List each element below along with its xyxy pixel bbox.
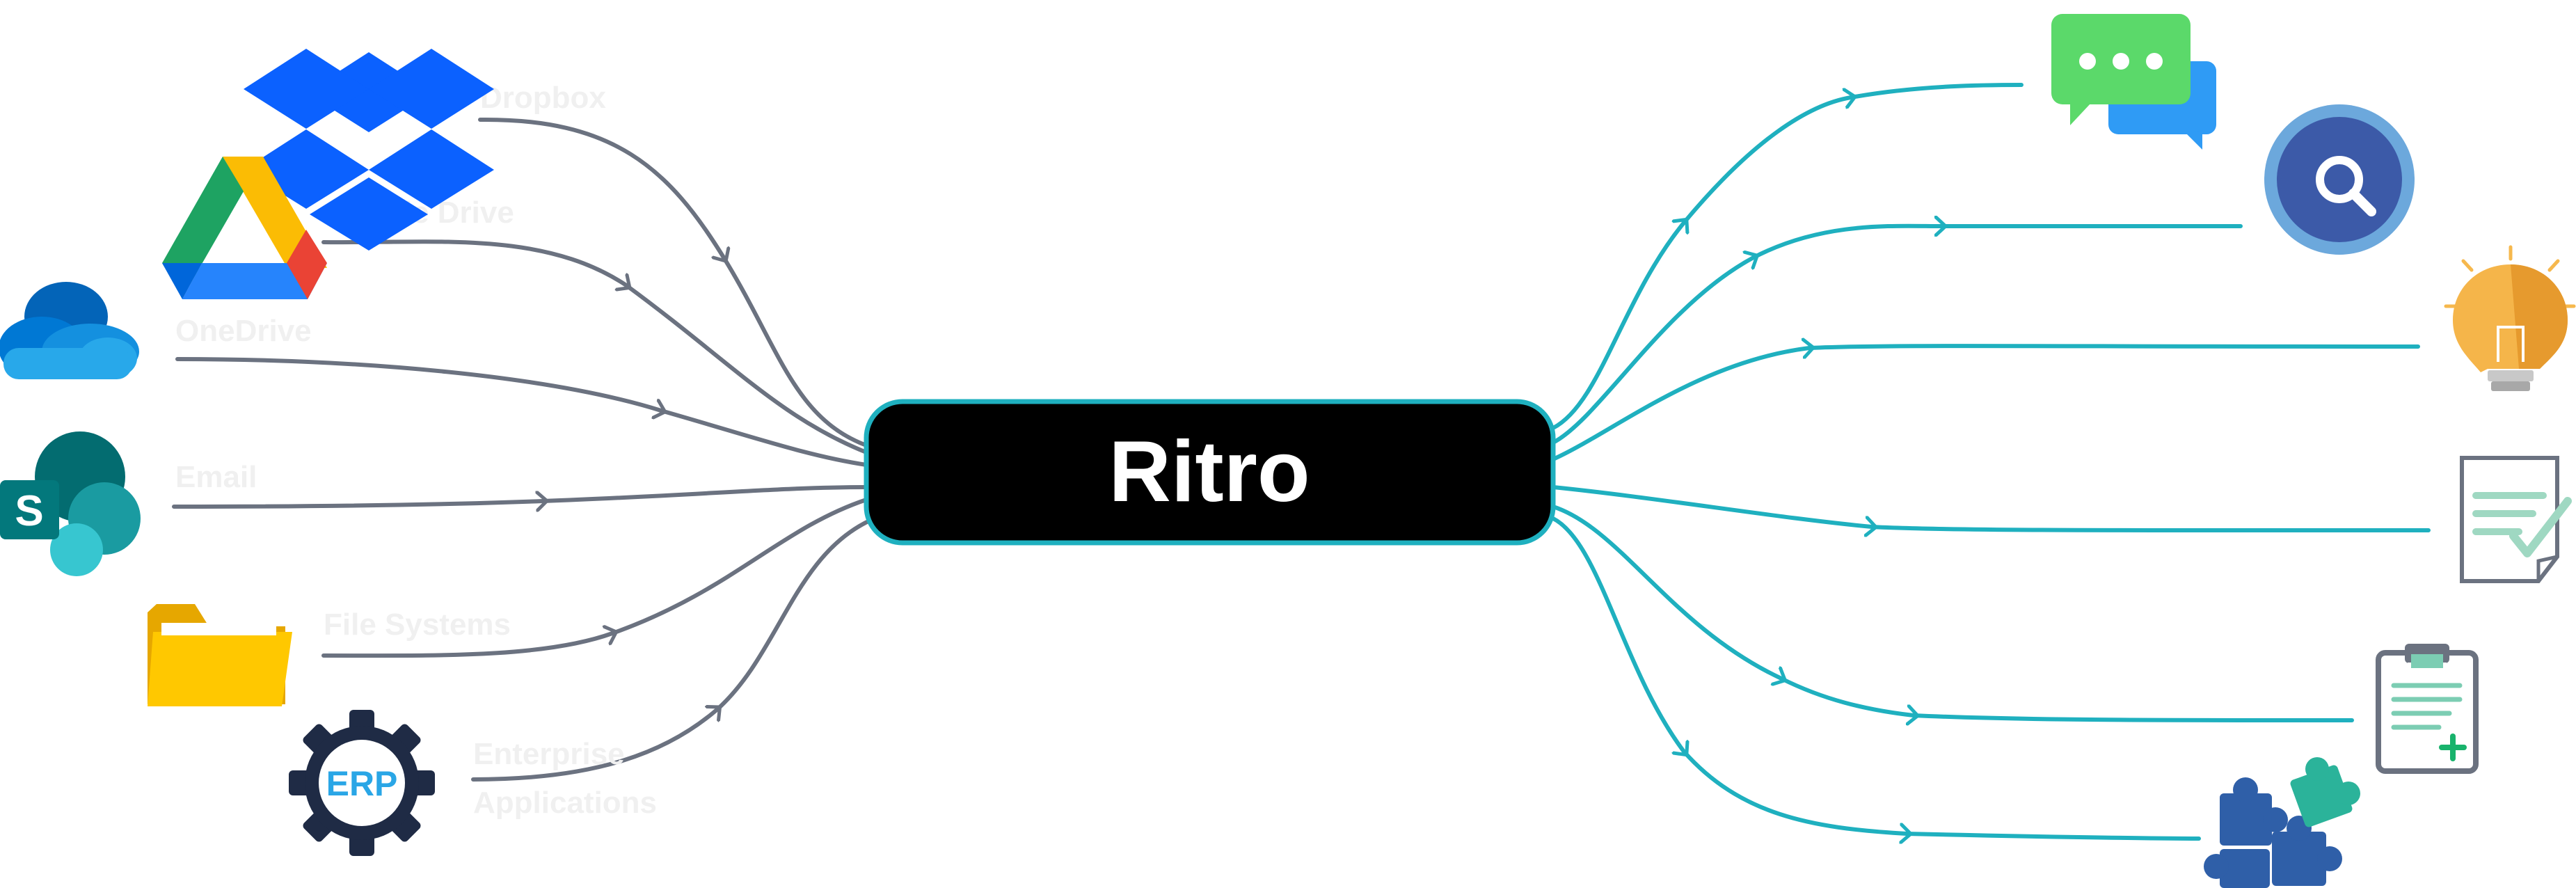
folder-icon	[148, 604, 292, 706]
source-label-onedrive: OneDrive	[175, 314, 312, 348]
source-label-enterprise-line2: Applications	[473, 786, 657, 820]
onedrive-icon	[0, 282, 139, 379]
connector-google-drive	[321, 239, 868, 454]
hub-box	[864, 399, 1556, 546]
connector-search	[1551, 226, 2243, 445]
source-label-dropbox: Dropbox	[480, 81, 606, 115]
source-label-enterprise-line1: Enterprise	[473, 737, 625, 771]
connector-insights	[1551, 346, 2420, 461]
source-connectors	[172, 117, 872, 782]
connector-document	[1551, 485, 2431, 530]
source-label-file-systems: File Systems	[324, 608, 511, 642]
dropbox-icon	[244, 49, 494, 251]
erp-badge: ERP	[326, 764, 398, 803]
connector-email	[172, 485, 868, 507]
connector-file-systems	[321, 498, 868, 658]
erp-gear-icon: ERP	[289, 710, 435, 856]
connector-puzzle	[1551, 516, 2201, 839]
connector-chat	[1551, 83, 2024, 430]
lightbulb-icon	[2444, 245, 2576, 391]
connector-onedrive	[175, 357, 868, 467]
connector-enterprise-apps	[471, 518, 872, 782]
connector-dropbox	[478, 117, 868, 447]
puzzle-pieces-icon	[2204, 757, 2360, 888]
chat-bubbles-icon	[2051, 14, 2216, 150]
connector-clipboard	[1551, 505, 2354, 720]
clipboard-plus-icon	[2376, 644, 2479, 774]
checked-document-icon	[2460, 456, 2572, 583]
source-label-email: Email	[175, 460, 257, 494]
hub-node: Ritro	[864, 399, 1556, 546]
hub-title: Ritro	[1108, 424, 1310, 520]
google-drive-icon	[162, 157, 327, 299]
search-magnifier-icon	[2264, 104, 2415, 255]
svg-text:S: S	[15, 487, 43, 535]
output-connectors	[1551, 83, 2431, 839]
sharepoint-icon: S	[0, 431, 141, 576]
